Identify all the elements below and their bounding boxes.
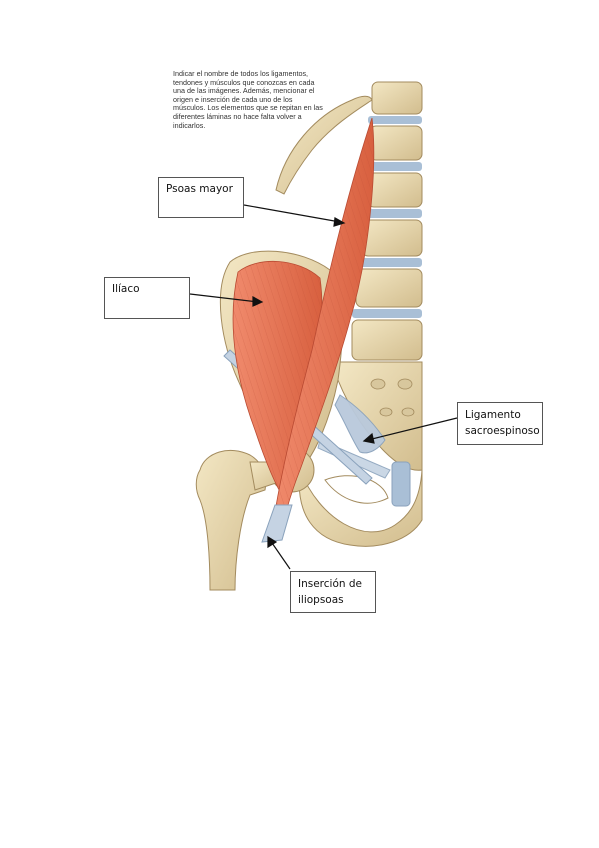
label-insercion-iliopsoas: Inserción de iliopsoas (290, 571, 376, 613)
pubic-bone (298, 469, 423, 547)
label-iliaco: Ilíaco (104, 277, 190, 319)
label-ligamento-sacroespinoso: Ligamento sacroespinoso (457, 402, 543, 445)
label-psoas-mayor: Psoas mayor (158, 177, 244, 218)
instructions-text: Indicar el nombre de todos los ligamento… (173, 69, 323, 130)
lumbar-spine (351, 81, 423, 361)
psoas-arrowhead (333, 217, 346, 227)
ligamento-leader-line (367, 417, 458, 441)
insercion-leader-line (269, 539, 291, 570)
leader-lines (189, 204, 458, 570)
psoas-leader-line (243, 204, 341, 223)
iliopsoas-tendon (261, 504, 293, 543)
iliaco-leader-line (189, 293, 259, 303)
insercion-arrowhead (267, 535, 278, 549)
ligamento-arrowhead (362, 432, 375, 444)
femur (195, 449, 267, 591)
iliaco-arrowhead (252, 295, 264, 307)
sacrum (337, 361, 423, 471)
